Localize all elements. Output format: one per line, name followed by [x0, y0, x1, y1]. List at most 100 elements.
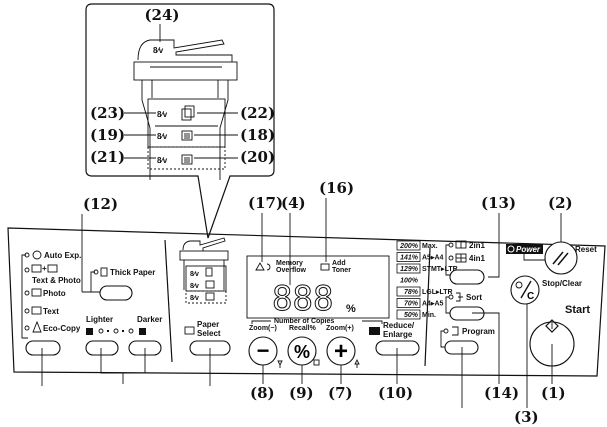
reduce-enlarge-button[interactable] — [375, 340, 420, 356]
zoom-group: Zoom(−) Recall% Zoom(+) − % + (8) (9) (7… — [248, 325, 360, 402]
ratio-row: 100% — [400, 278, 419, 285]
svg-text:8⁄v: 8⁄v — [190, 295, 199, 302]
ratio-percent: 100% — [400, 278, 419, 285]
reduce-enlarge-group: Reduce/ Enlarge (10) — [369, 321, 420, 402]
darker-icon — [139, 328, 146, 335]
ratio-row: 129%STMT▸LTR — [396, 263, 458, 274]
photo-icon — [47, 264, 58, 273]
svg-text:+: + — [42, 264, 47, 273]
paper-select-label-2: Select — [197, 329, 221, 338]
callout-17: (17) — [248, 194, 283, 212]
ratio-percent: 141% — [400, 255, 419, 262]
program-button[interactable] — [444, 340, 479, 355]
misfeed-icon: 8⁄v — [153, 46, 164, 55]
add-toner-label-2: Toner — [332, 267, 351, 274]
panel-divider-right — [424, 247, 431, 367]
ratio-percent: 129% — [400, 266, 419, 273]
callout-10: (10) — [378, 384, 413, 402]
4in1-indicator — [448, 255, 454, 261]
text-indicator — [24, 308, 30, 314]
program-label: Program — [462, 327, 495, 336]
callout-20: (20) — [240, 148, 275, 166]
panel-outline — [7, 227, 606, 377]
program-indicator — [443, 328, 449, 334]
lighter-button[interactable] — [85, 340, 119, 356]
ratio-indicator-box — [396, 286, 421, 297]
density-level-2 — [113, 328, 119, 334]
lcd-frame — [246, 255, 390, 319]
reduce-enlarge-label-1: Reduce/ — [383, 321, 415, 330]
ratio-row: 50%Min. — [396, 309, 436, 320]
photo-indicator — [24, 290, 30, 296]
callout-4: (4) — [281, 194, 306, 212]
ratio-description: A4▸A5 — [422, 301, 444, 308]
ratio-percent: 200% — [399, 243, 419, 250]
reduce-enlarge-label-2: Enlarge — [383, 330, 413, 339]
start-group: Start (1) — [529, 304, 590, 402]
text-label: Text — [43, 307, 59, 316]
paper-drawer-area — [147, 98, 226, 148]
program-group: Program — [440, 326, 495, 408]
ratio-description: Max. — [422, 243, 438, 250]
callout-24: (24) — [144, 6, 179, 24]
callout-13: (13) — [481, 194, 516, 212]
callout-3: (3) — [514, 408, 539, 426]
stop-icon — [515, 281, 523, 289]
drawer-misfeed-icon: 8⁄v — [157, 132, 168, 141]
add-toner-label-1: Add — [332, 260, 346, 267]
callout-2: (2) — [548, 194, 573, 212]
power-indicator — [506, 244, 543, 254]
thick-paper-icon — [100, 267, 108, 277]
ratio-percent: 70% — [404, 301, 419, 308]
display-panel: (17) Memory Overflow (16) Add Toner (4) … — [246, 179, 390, 325]
sort-button[interactable] — [449, 306, 485, 321]
photo-label: Photo — [43, 289, 66, 298]
reset-button[interactable] — [544, 241, 578, 275]
callout-7: (7) — [328, 384, 353, 402]
ratio-indicator-box — [396, 309, 421, 320]
auto-exp-indicator — [24, 252, 30, 258]
density-group: Lighter Darker — [85, 315, 162, 384]
callout-16: (16) — [319, 179, 354, 197]
reset-icon — [552, 251, 569, 266]
auto-exp-label: Auto Exp. — [44, 251, 81, 260]
2in1-indicator — [448, 242, 454, 248]
callout-12: (12) — [83, 195, 118, 213]
thick-paper-label: Thick Paper — [110, 268, 155, 277]
minus-icon: − — [257, 338, 270, 363]
power-reset-group: (2) Power Reset — [506, 194, 597, 275]
lighter-icon — [86, 328, 93, 335]
ratio-percent: 50% — [404, 312, 419, 319]
zoom-plus-label: Zoom(+) — [326, 325, 354, 332]
ratio-indicator-box — [396, 252, 421, 262]
text-photo-indicator — [24, 267, 30, 273]
exposure-mode-button[interactable] — [25, 340, 61, 356]
ratio-row: 200%Max. — [396, 240, 438, 251]
svg-text:8⁄v: 8⁄v — [190, 283, 199, 290]
sort-group: Sort (14) — [445, 292, 519, 402]
memory-overflow-label-2: Overflow — [276, 267, 307, 274]
text-mode-icon — [31, 306, 42, 315]
exposure-mode-group: Auto Exp. + Text & Photo Photo Text Eco-… — [21, 250, 81, 386]
power-label: Power — [516, 245, 541, 254]
paper-select-icon — [184, 326, 195, 335]
down-arrow-icon — [277, 360, 283, 368]
percent-sign: % — [346, 303, 356, 315]
sort-icon — [456, 292, 463, 302]
copy-count-display: 888 — [272, 279, 333, 319]
ratio-description: STMT▸LTR — [422, 266, 458, 273]
text-icon — [31, 264, 42, 273]
percent-icon: % — [294, 342, 310, 362]
callout-21: (21) — [90, 148, 125, 166]
enter-icon — [313, 359, 320, 366]
auto-exp-icon — [32, 250, 42, 260]
zoom-minus-label: Zoom(−) — [249, 325, 277, 332]
optional-drawer-misfeed-icon: 8⁄v — [157, 156, 168, 165]
callout-9: (9) — [289, 384, 314, 402]
thick-paper-button[interactable] — [99, 285, 133, 301]
bypass-tray-icon — [181, 105, 195, 121]
combine-button[interactable] — [449, 269, 485, 285]
clear-icon: C — [527, 291, 534, 302]
ratio-indicator-box — [396, 240, 421, 251]
